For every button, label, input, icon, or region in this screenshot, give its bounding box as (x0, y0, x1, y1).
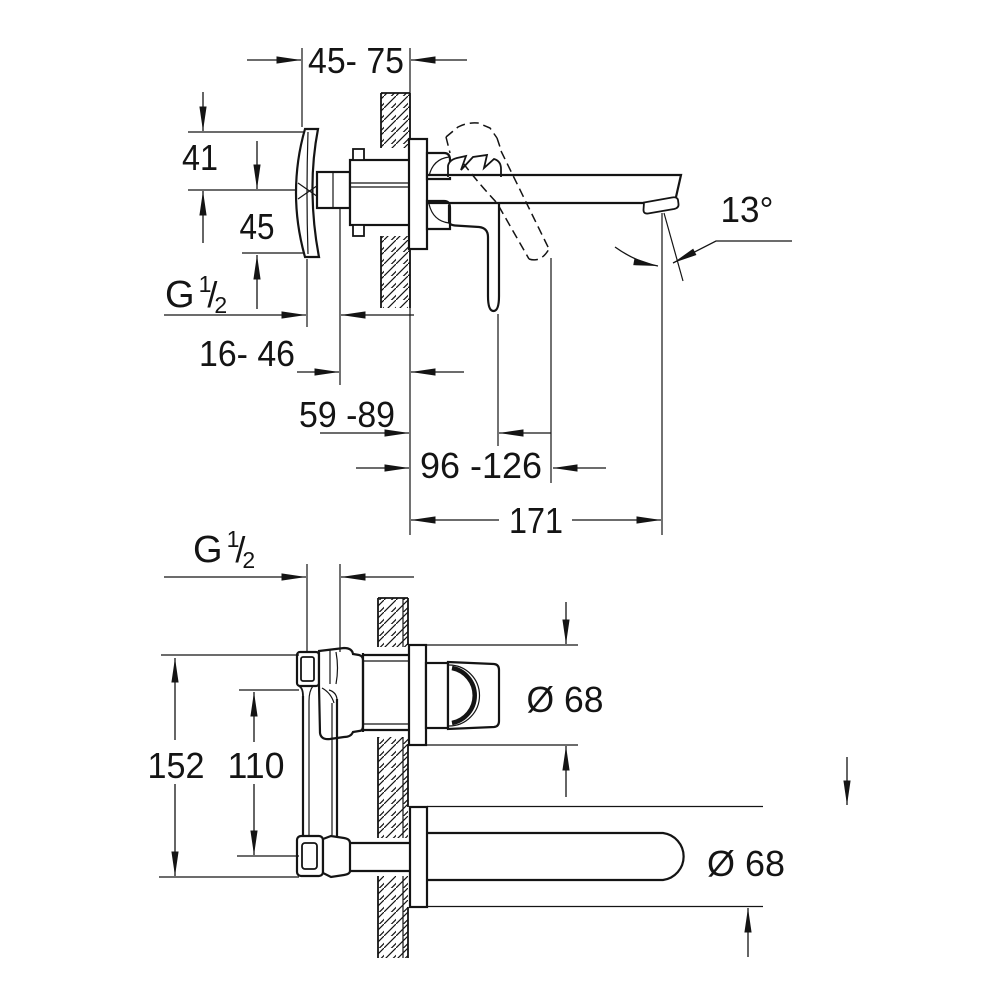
dim-spout-angle: 13° (721, 189, 774, 230)
dim-inset-range: 16- 46 (199, 333, 464, 376)
handle-plan (407, 643, 501, 747)
dim-pipe-distance: 110 (228, 692, 285, 855)
escutcheon-upper (407, 643, 428, 747)
dim-59-89-label: 59 -89 (299, 394, 395, 435)
handle-neck (424, 661, 450, 730)
dim-height-above: 41 (182, 92, 218, 243)
lever-open-dashed (445, 122, 550, 261)
wall-hatch-plan (377, 597, 409, 958)
side-view-drawing: 13° 45- 75 41 45 (164, 40, 792, 541)
extension-lines-plan (159, 564, 763, 908)
dim-escutcheon-lower: Ø 68 (707, 757, 851, 957)
spout-collar-side (425, 151, 452, 231)
dim-41-label: 41 (182, 137, 218, 178)
dim-110-label: 110 (228, 745, 285, 786)
dim-escutcheon-upper: Ø 68 (527, 602, 604, 797)
spout-plan (408, 805, 685, 909)
mounting-screw-bottom (352, 224, 365, 237)
dim-lever-open-reach: 96 -126 (356, 445, 606, 486)
dim-96-126-label: 96 -126 (420, 445, 542, 486)
mounting-screw-top (352, 148, 365, 161)
dim-diameter-68-lower-label: Ø 68 (707, 843, 785, 884)
wall-hatch-side (380, 92, 410, 308)
body-arm (298, 685, 339, 839)
dim-diameter-68-upper-label: Ø 68 (527, 679, 604, 720)
dim-152-label: 152 (148, 745, 205, 786)
valve-casting-upper (317, 646, 365, 741)
valve-body-side (315, 148, 412, 237)
concealed-valve-end (294, 127, 322, 259)
valve-casting-lower (321, 834, 352, 879)
extension-lines-side (188, 48, 552, 483)
escutcheon-side (407, 137, 429, 251)
lever-closed (447, 153, 502, 313)
dim-171-label: 171 (509, 500, 563, 541)
dim-45-label: 45 (240, 206, 275, 247)
dim-16-46-label: 16- 46 (199, 333, 295, 374)
escutcheon-lower (408, 805, 429, 909)
aerator (642, 196, 680, 215)
dim-depth-range-label: 45- 75 (308, 40, 404, 81)
dim-height-below: 45 (240, 141, 275, 309)
dim-total-height: 152 (148, 658, 205, 876)
spout-side (427, 173, 683, 215)
dim-depth-range: 45- 75 (247, 40, 467, 81)
dim-lever-closed-reach: 59 -89 (299, 394, 551, 437)
spout-angle-annotation: 13° (614, 189, 792, 535)
dim-spout-reach: 171 (411, 500, 661, 541)
concealed-body-plan (295, 646, 409, 879)
